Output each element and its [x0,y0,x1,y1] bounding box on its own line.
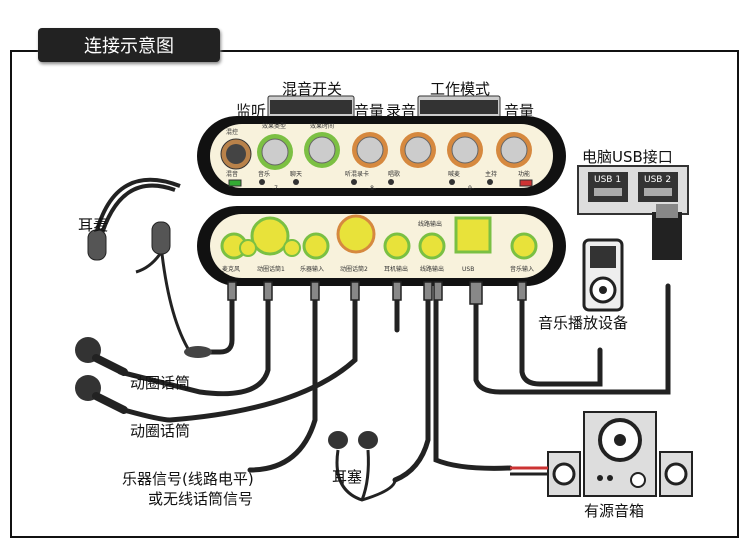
svg-text:效果时间: 效果时间 [310,122,334,130]
svg-text:线路输出: 线路输出 [418,220,442,228]
label-earphones: 耳塞 [332,468,363,486]
usb2-label: USB 2 [644,175,671,185]
headset-icon [92,177,181,243]
label-headset: 耳麦 [78,216,109,234]
label-work-mode: 工作模式 [430,80,491,98]
diagram-title: 连接示意图 [38,28,220,62]
svg-text:音乐输入: 音乐输入 [510,265,534,273]
label-record: 录音 [386,102,417,120]
label-speakers: 有源音箱 [584,502,645,520]
earphones-icon [328,431,397,502]
diagram-frame [10,50,739,538]
label-monitor: 监听 [236,102,267,120]
svg-text:-9-: -9- [466,185,474,192]
svg-text:-8-: -8- [368,185,376,192]
usb-plug-icon [652,212,682,260]
label-volume-right: 音量 [504,102,535,120]
svg-text:混音: 混音 [226,170,238,178]
speakers-icon [547,411,693,497]
svg-text:动圈话筒1: 动圈话筒1 [257,265,285,273]
svg-text:混控: 混控 [226,128,238,136]
svg-text:听混录卡: 听混录卡 [345,170,369,178]
label-instrument-1: 乐器信号(线路电平) [122,470,254,488]
label-mic2: 动圈话筒 [130,422,191,440]
svg-text:喊麦: 喊麦 [448,170,460,178]
svg-text:唱歌: 唱歌 [388,170,400,178]
svg-text:乐器输入: 乐器输入 [300,265,324,273]
label-instrument-2: 或无线话筒信号 [148,490,254,508]
svg-text:效果类型: 效果类型 [262,122,286,130]
mic-icon [75,337,128,414]
label-volume-left: 音量 [354,102,385,120]
label-mix-switch: 混音开关 [282,80,343,98]
svg-text:功能: 功能 [518,170,530,178]
label-music-player: 音乐播放设备 [538,314,629,332]
usb1-label: USB 1 [594,175,621,185]
svg-text:耳机输出: 耳机输出 [384,265,408,273]
svg-text:音乐: 音乐 [258,170,270,178]
svg-text:USB: USB [462,266,474,273]
svg-text:主持: 主持 [485,170,497,178]
svg-text:聊天: 聊天 [290,170,302,178]
svg-text:动圈话筒2: 动圈话筒2 [340,265,368,273]
label-pc-usb: 电脑USB接口 [582,148,673,166]
svg-text:-7-: -7- [272,185,280,192]
label-mic1: 动圈话筒 [130,374,191,392]
svg-text:线路输出: 线路输出 [420,265,444,273]
svg-text:麦克风: 麦克风 [222,265,240,273]
